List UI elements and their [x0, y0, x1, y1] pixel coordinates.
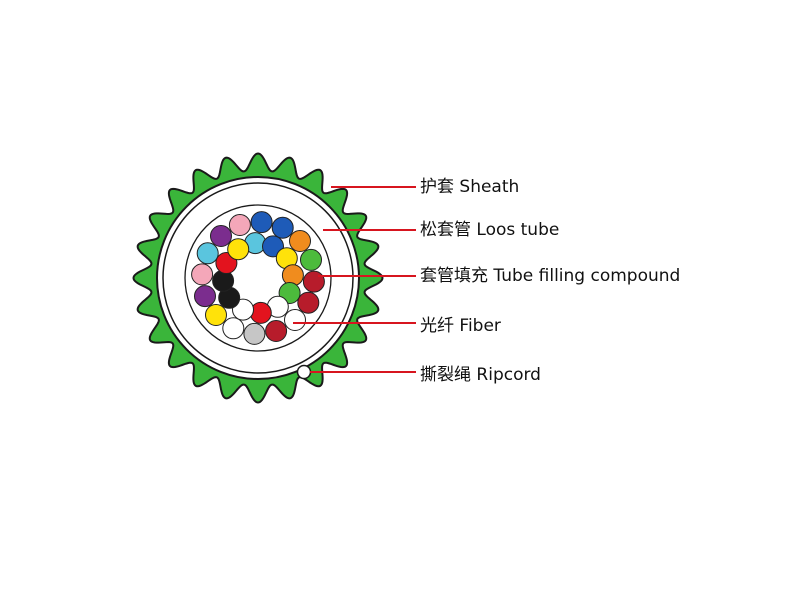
fiber	[250, 211, 273, 234]
fiber	[210, 225, 232, 247]
fiber	[265, 320, 288, 342]
fiber	[205, 304, 227, 326]
fiber	[191, 263, 214, 286]
label-tube-filling-compound: 套管填充 Tube filling compound	[420, 266, 681, 286]
ripcord	[296, 364, 312, 380]
fiber	[271, 216, 294, 239]
fiber	[297, 291, 320, 314]
label-loose-tube: 松套管 Loos tube	[420, 220, 560, 240]
fiber-bundle	[191, 211, 325, 345]
fiber	[227, 238, 250, 261]
fiber	[289, 230, 311, 252]
label-ripcord: 撕裂绳 Ripcord	[420, 365, 541, 385]
fiber	[194, 285, 216, 308]
label-sheath: 护套 Sheath	[420, 177, 520, 197]
fiber	[196, 242, 219, 265]
fiber	[243, 322, 266, 345]
leader-lines	[293, 186, 416, 373]
fiber	[302, 270, 325, 293]
fiber	[228, 214, 251, 236]
fiber	[284, 309, 306, 331]
label-fiber: 光纤 Fiber	[420, 316, 501, 336]
fiber	[222, 317, 245, 340]
fiber	[300, 248, 322, 271]
